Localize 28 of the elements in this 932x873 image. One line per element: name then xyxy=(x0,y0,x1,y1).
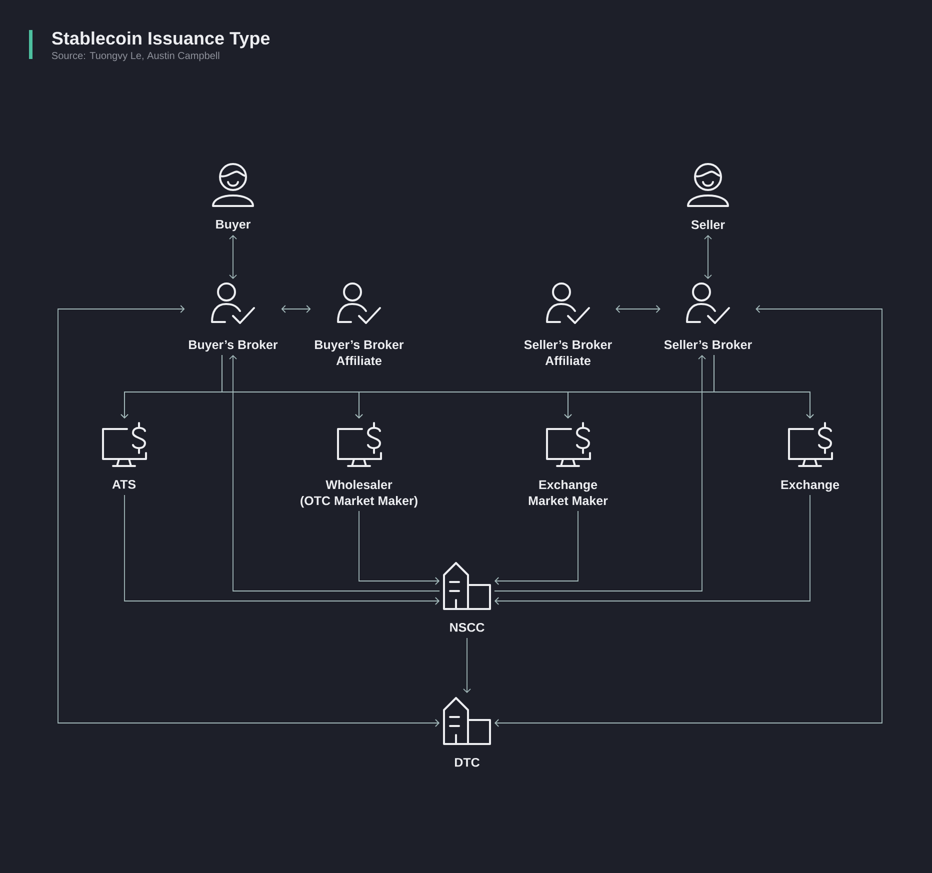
node-label: ATS xyxy=(112,480,136,489)
node-label: Exchange xyxy=(781,480,840,492)
source-note: Source: Tuongvy Le, Austin Campbell xyxy=(52,52,220,62)
node-label: Wholesaler (OTC Market Maker) xyxy=(300,480,418,508)
arrow xyxy=(714,354,814,419)
node-label: Exchange Market Maker xyxy=(528,480,608,506)
arrow xyxy=(358,510,440,585)
node-label: Buyer’s Broker Affiliate xyxy=(315,340,404,366)
double-arrow xyxy=(704,234,712,280)
double-arrow xyxy=(494,305,882,727)
arrow xyxy=(494,494,810,605)
double-arrow xyxy=(616,305,660,313)
node-label: Seller’s Broker Affiliate xyxy=(524,340,612,366)
arrow xyxy=(124,494,440,605)
node-label: Buyer xyxy=(216,220,251,232)
arrow xyxy=(494,354,706,592)
node-label: DTC xyxy=(455,758,480,767)
title: Stablecoin Issuance Type xyxy=(52,31,270,48)
arrow xyxy=(463,638,471,694)
node-label: Buyer’s Broker xyxy=(189,340,278,352)
arrow xyxy=(494,510,578,585)
node-label: NSCC xyxy=(450,622,484,632)
node-label: Seller’s Broker xyxy=(664,340,752,350)
arrow xyxy=(229,354,440,592)
double-arrow xyxy=(281,305,311,313)
double-arrow xyxy=(58,305,440,727)
double-arrow xyxy=(229,234,237,280)
node-label: Seller xyxy=(691,220,725,230)
